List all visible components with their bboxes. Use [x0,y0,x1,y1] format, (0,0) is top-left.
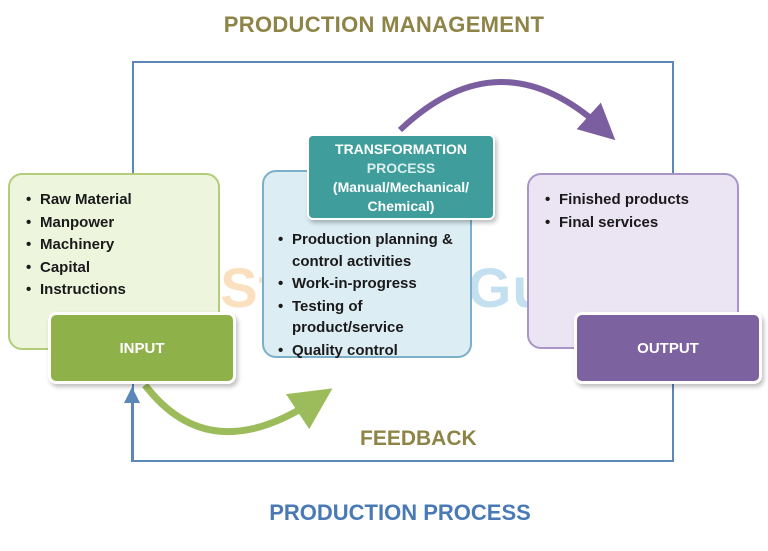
transformation-item: Production planning & control activities [276,229,470,272]
input-item: Capital [24,257,218,280]
output-list: Finished products Final services [543,189,737,234]
input-list: Raw Material Manpower Machinery Capital … [24,189,218,302]
transformation-item: Quality control [276,340,470,362]
output-item: Final services [543,212,737,235]
input-item: Machinery [24,234,218,257]
top-curved-arrow [397,79,616,141]
transformation-list: Production planning & control activities… [276,229,470,361]
output-label-box: OUTPUT [574,312,762,384]
transformation-title-line: TRANSFORMATION [335,141,467,157]
input-item: Instructions [24,279,218,302]
output-item: Finished products [543,189,737,212]
transformation-item: Testing of product/service [276,296,470,339]
input-item: Manpower [24,212,218,235]
transformation-title-line: (Manual/Mechanical/ [332,179,470,195]
transformation-title-line: PROCESS [366,160,436,176]
feedback-label: FEEDBACK [360,427,477,450]
input-item: Raw Material [24,189,218,212]
bottom-curved-arrow [142,382,333,436]
production-process-title: PRODUCTION PROCESS [269,500,531,525]
production-management-title: PRODUCTION MANAGEMENT [223,12,545,37]
transformation-title-line: Chemical) [367,198,435,214]
input-label-box: INPUT [48,312,236,384]
transformation-item: Work-in-progress [276,273,470,295]
transformation-process-box: TRANSFORMATION PROCESS (Manual/Mechanica… [307,134,495,220]
